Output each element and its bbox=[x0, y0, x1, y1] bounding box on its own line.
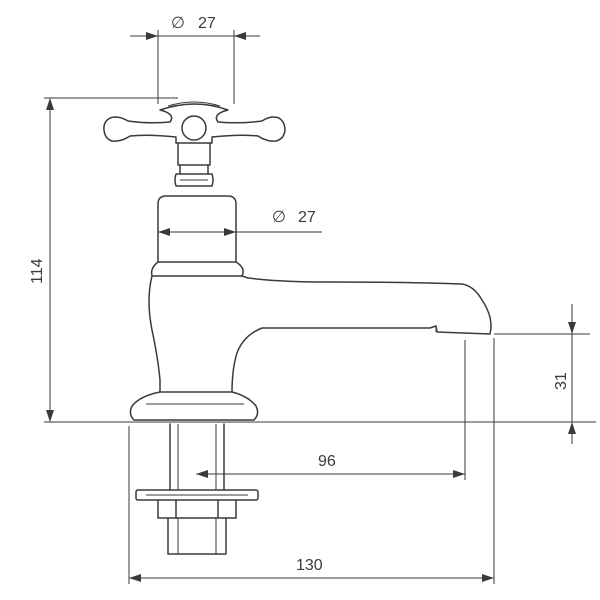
spout-reach-label: 96 bbox=[318, 453, 336, 470]
body-diameter-value: 27 bbox=[298, 209, 316, 226]
base-flange bbox=[129, 391, 259, 421]
spout-height-label: 31 bbox=[553, 372, 570, 390]
arrow bbox=[158, 228, 170, 236]
backnut-washer bbox=[135, 489, 259, 501]
arrow bbox=[224, 228, 236, 236]
dimensions: ∅ 27 ∅ 27 114 31 96 bbox=[29, 15, 596, 584]
arrow bbox=[482, 574, 494, 582]
arrow bbox=[129, 574, 141, 582]
arrow bbox=[46, 410, 54, 422]
arrow bbox=[453, 470, 465, 478]
backnut bbox=[157, 499, 237, 519]
body-diameter-label: ∅ 27 bbox=[272, 209, 316, 226]
top-diameter-label: ∅ 27 bbox=[171, 15, 216, 32]
shank bbox=[169, 423, 225, 491]
neck-ring bbox=[174, 164, 214, 187]
spout-body bbox=[148, 275, 492, 393]
tail-connector bbox=[167, 517, 227, 555]
handle-knob bbox=[181, 115, 207, 141]
handle-cap bbox=[167, 101, 221, 107]
arrow bbox=[196, 470, 208, 478]
overall-length-label: 130 bbox=[296, 557, 323, 574]
arrow bbox=[146, 32, 158, 40]
cross-handle bbox=[103, 103, 286, 144]
overall-height-label: 114 bbox=[29, 258, 46, 284]
diameter-symbol: ∅ bbox=[272, 209, 286, 226]
arrow bbox=[568, 322, 576, 334]
arrow bbox=[46, 98, 54, 110]
handle-neck bbox=[177, 142, 211, 166]
arrow bbox=[234, 32, 246, 40]
body-collar bbox=[150, 261, 244, 277]
arrow bbox=[568, 422, 576, 434]
diameter-symbol: ∅ bbox=[171, 15, 185, 32]
top-diameter-value: 27 bbox=[198, 15, 216, 32]
tap-outline bbox=[103, 101, 492, 555]
